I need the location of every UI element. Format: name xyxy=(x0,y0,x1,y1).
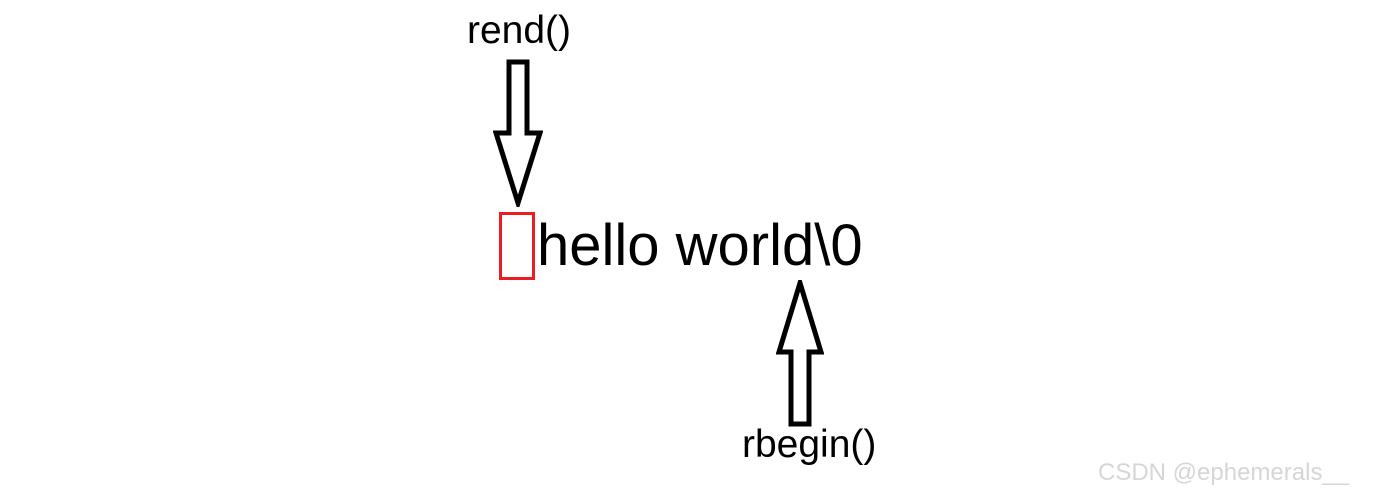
string-content: hello world\0 xyxy=(537,213,863,278)
rend-label: rend() xyxy=(467,9,572,52)
down-arrow-icon xyxy=(493,59,543,207)
rbegin-label: rbegin() xyxy=(742,423,877,466)
empty-slot-box xyxy=(499,212,535,280)
watermark-text: CSDN @ephemerals__ xyxy=(1098,459,1350,486)
up-arrow-icon xyxy=(776,280,824,427)
